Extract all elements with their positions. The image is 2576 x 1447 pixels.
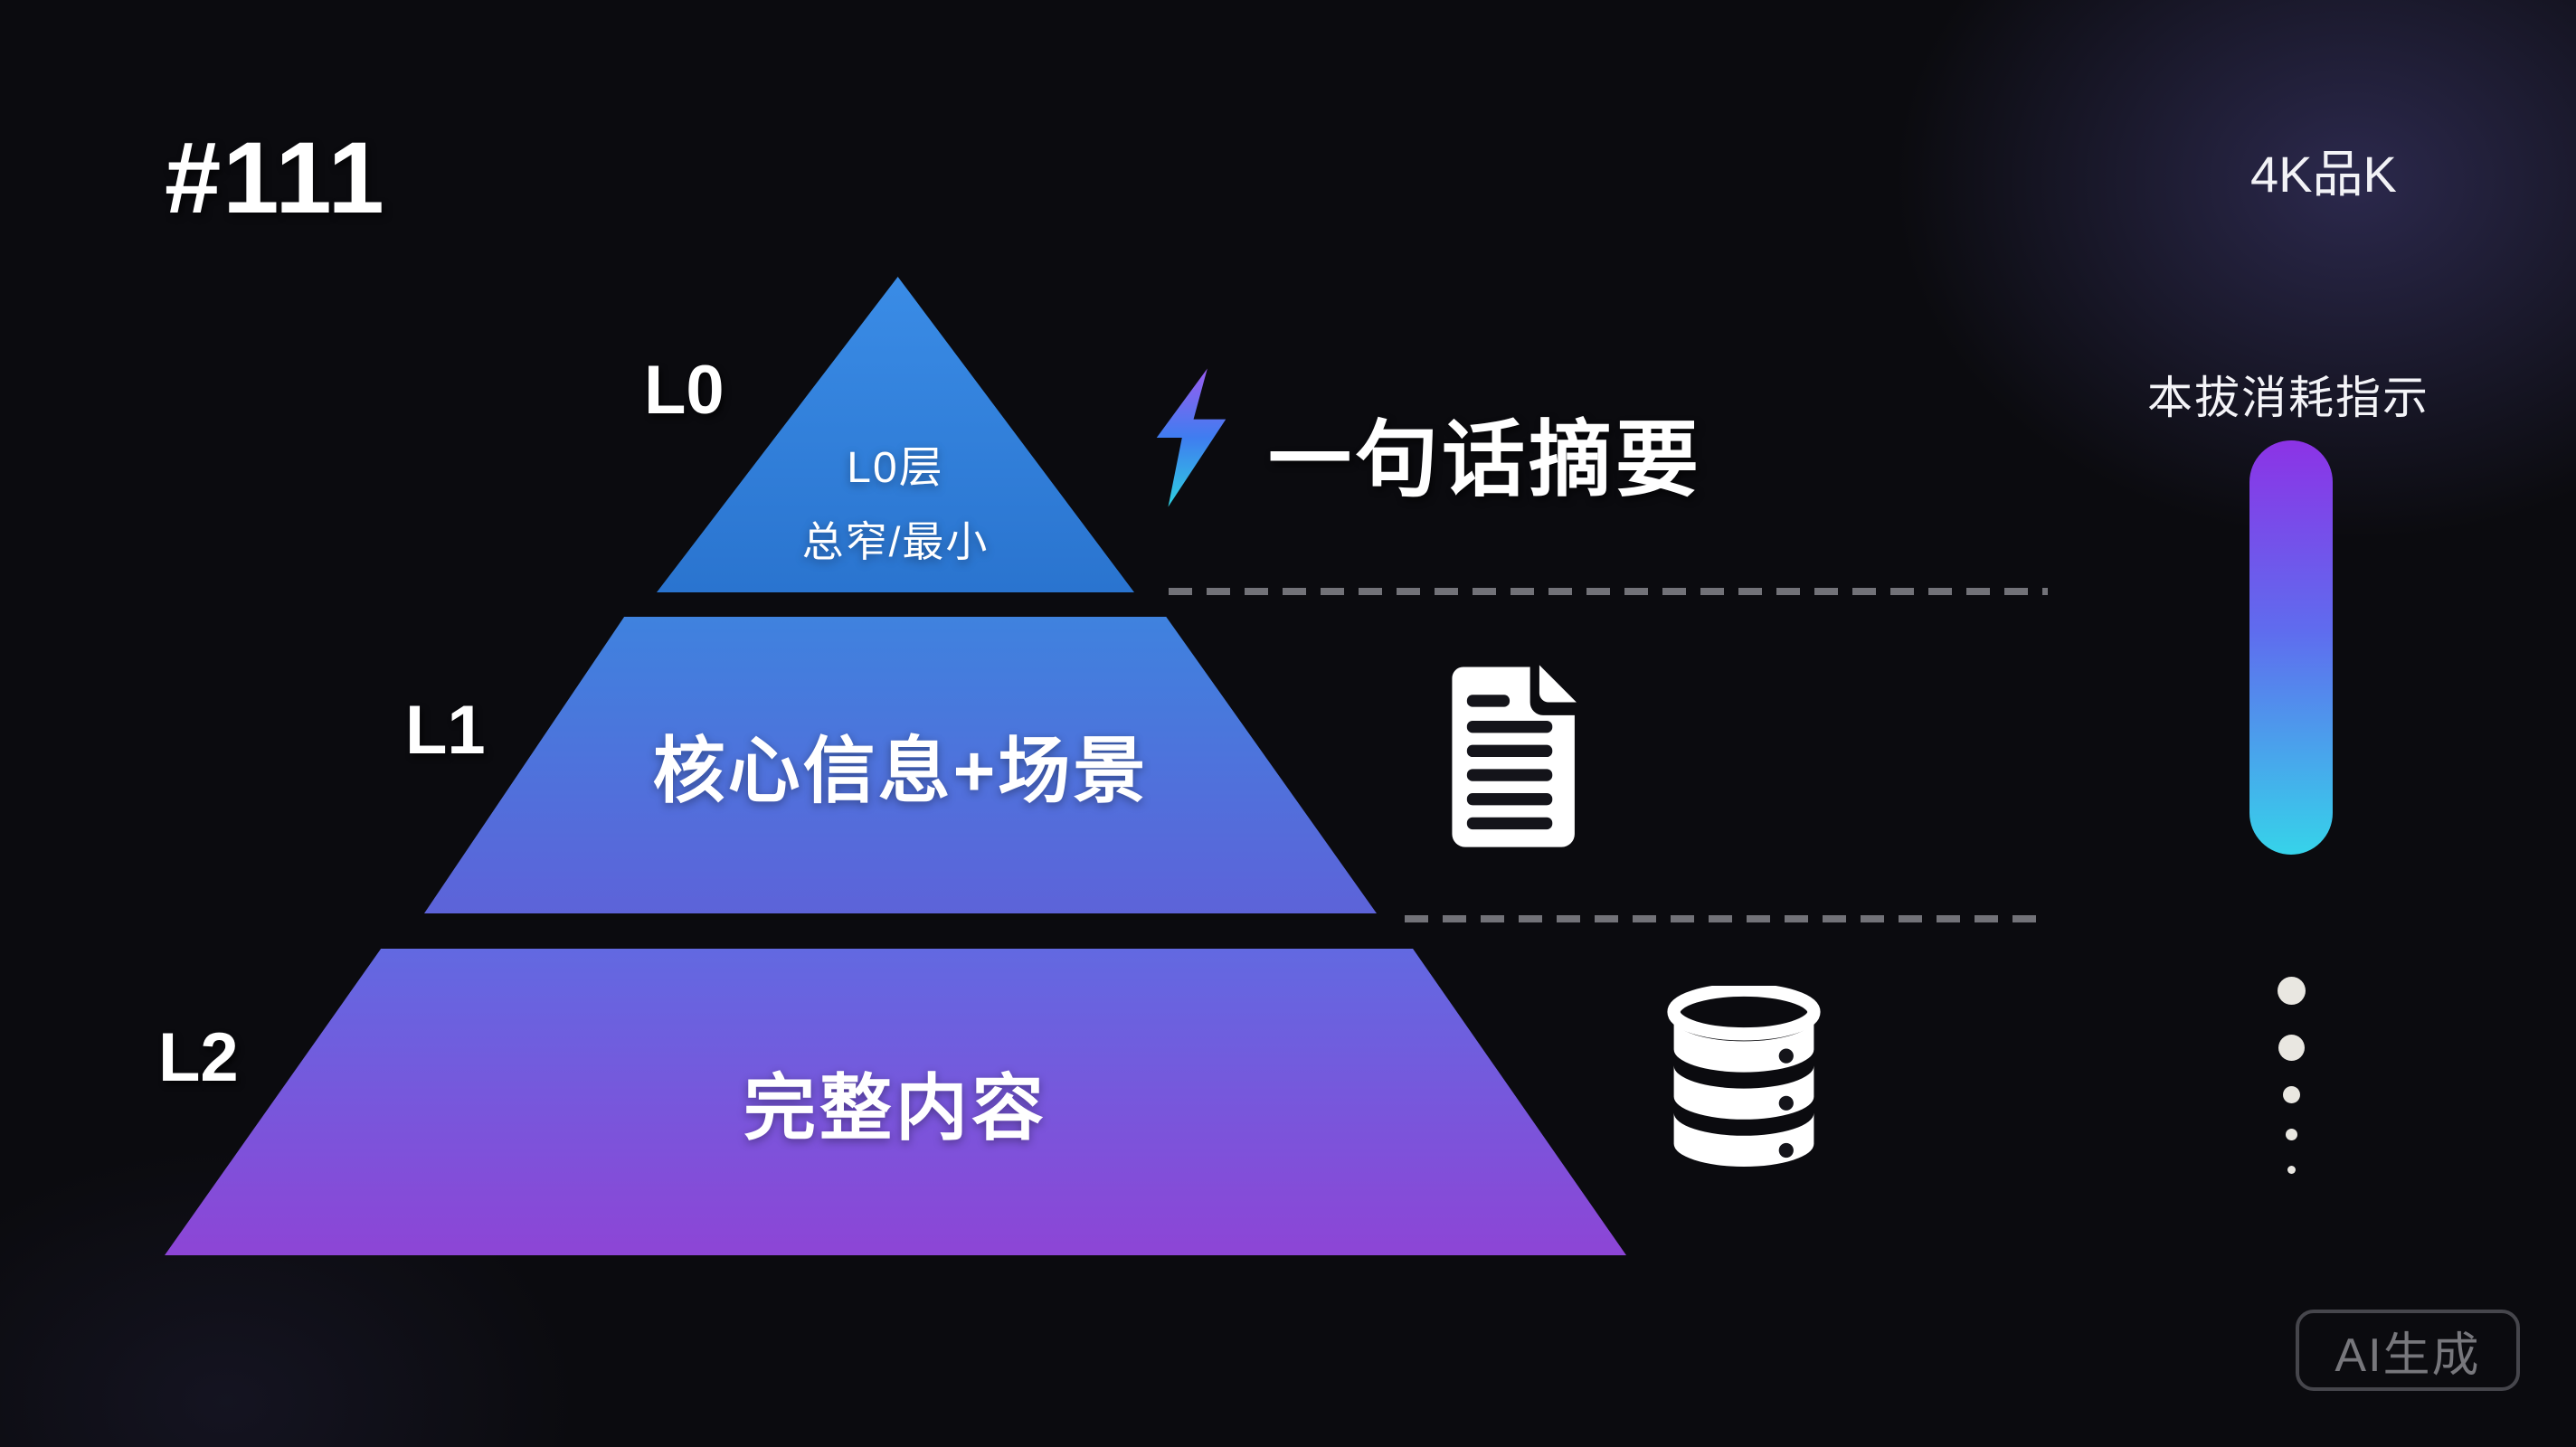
page-title: #111 xyxy=(165,121,386,234)
database-icon xyxy=(1667,986,1821,1167)
tier-l0-text-line2: 总窄/最小 xyxy=(801,518,990,565)
tier-label-l2: L2 xyxy=(158,1019,239,1096)
meter-dot xyxy=(2278,1035,2305,1061)
document-icon xyxy=(1452,665,1577,847)
consumption-meter-bar xyxy=(2249,440,2333,855)
tier-l1-text: 核心信息+场景 xyxy=(652,731,1149,811)
tier-label-l0: L0 xyxy=(644,352,724,429)
ai-generated-badge: AI生成 xyxy=(2296,1310,2520,1391)
background-glow-top-right xyxy=(1719,0,2576,678)
tier-l2-text: 完整内容 xyxy=(743,1067,1047,1149)
meter-label: 本拔消耗指示 xyxy=(2147,373,2429,423)
pyramid-tier-l1: 核心信息+场景 xyxy=(424,617,1377,913)
tier-l0-text-line1: L0层 xyxy=(847,444,944,492)
pyramid-tier-l0: L0层 总窄/最小 xyxy=(657,277,1134,592)
divider-dashed-line-l0 xyxy=(1169,588,2048,595)
meter-dot xyxy=(2277,977,2306,1005)
l0-callout-text: 一句话摘要 xyxy=(1268,414,1703,506)
divider-dashed-line-l1 xyxy=(1405,915,2038,922)
tier-label-l1: L1 xyxy=(405,692,486,769)
lightning-icon xyxy=(1156,368,1226,507)
pyramid-tier-l2: 完整内容 xyxy=(165,949,1626,1255)
meter-dot xyxy=(2285,1129,2297,1140)
meter-dots xyxy=(2249,977,2333,1174)
meter-dot xyxy=(2282,1086,2300,1103)
meter-dot xyxy=(2287,1166,2296,1174)
watermark-top-right: 4K品K xyxy=(2250,146,2397,203)
